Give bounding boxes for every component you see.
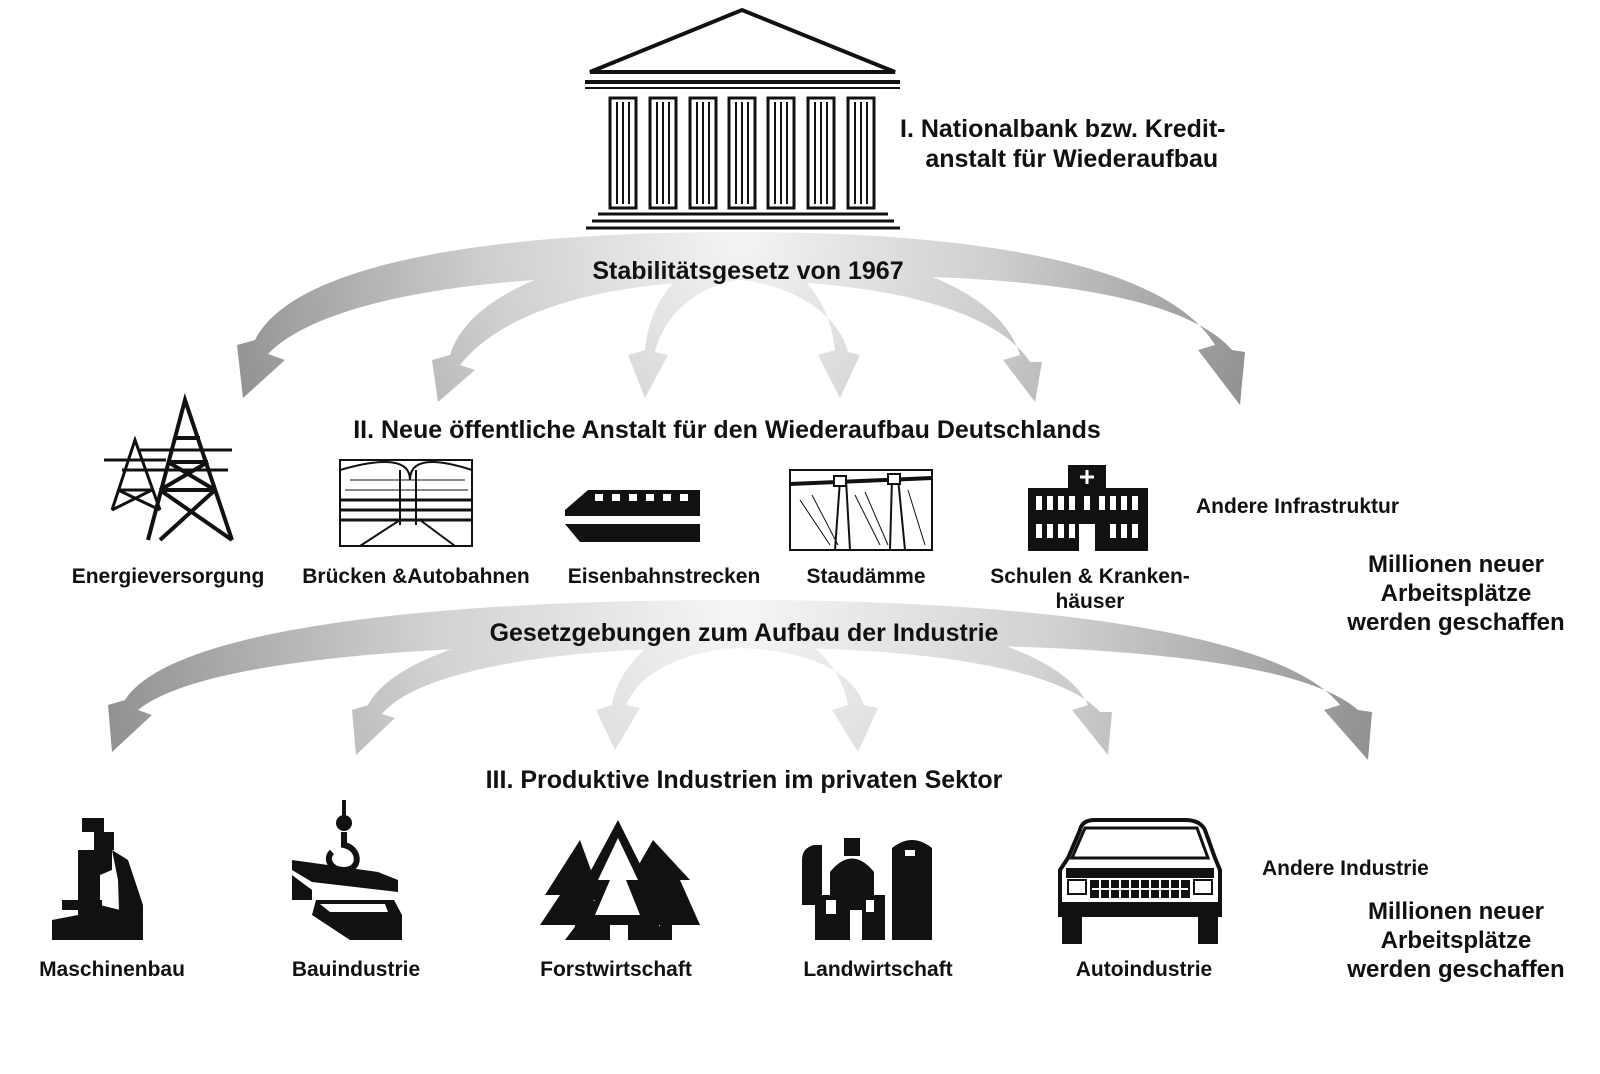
tier2-arrow-label: Gesetzgebungen zum Aufbau der Industrie [489, 619, 999, 647]
tier2-jobs-line3: werden geschaffen [1347, 608, 1565, 636]
tier1-arrow-label: Stabilitätsgesetz von 1967 [592, 257, 904, 285]
crane-hook-girder-icon [292, 800, 402, 940]
tier3-jobs-line2: Arbeitsplätze [1380, 926, 1532, 954]
bridge-highway-icon [339, 459, 473, 547]
tier3-item-autoindustrie: Autoindustrie [1075, 958, 1213, 981]
car-icon [1058, 818, 1222, 944]
tier2-item-energieversorgung: Energieversorgung [71, 565, 265, 588]
forest-trees-icon [540, 820, 700, 940]
farm-barn-silo-icon [802, 838, 932, 940]
tier1-title-line2: anstalt für Wiederaufbau [925, 145, 1219, 173]
tier3-item-maschinenbau: Maschinenbau [39, 958, 185, 981]
tier2-jobs: Millionen neuer Arbeitsplätze werden ges… [1347, 551, 1564, 637]
bank-building-icon [585, 7, 900, 230]
tier3-item-bauindustrie: Bauindustrie [291, 958, 421, 981]
train-icon [565, 490, 700, 542]
machine-tool-icon [52, 818, 143, 940]
tier3-jobs-line3: werden geschaffen [1347, 955, 1565, 983]
upper-arrow-fan [237, 232, 1245, 405]
tier2-title: II. Neue öffentliche Anstalt für den Wie… [353, 416, 1101, 444]
tier2-jobs-line1: Millionen neuer [1367, 551, 1544, 578]
tier2-item-bruecken-autobahnen: Brücken &Autobahnen [302, 565, 530, 588]
tier2-jobs-line2: Arbeitsplätze [1380, 579, 1532, 607]
tier1-title: I. Nationalbank bzw. Kredit- anstalt für… [900, 114, 1226, 174]
tier2-other: Andere Infrastruktur [1196, 495, 1400, 518]
tier3-jobs-line1: Millionen neuer [1367, 898, 1544, 925]
tier3-title: III. Produktive Industrien im privaten S… [485, 766, 1003, 794]
tier3-other: Andere Industrie [1262, 857, 1429, 880]
dam-icon [789, 469, 933, 551]
tier3-item-landwirtschaft: Landwirtschaft [803, 958, 953, 981]
tier1-title-line1: I. Nationalbank bzw. Kredit- [900, 115, 1226, 143]
tier2-item-staudaemme: Staudämme [806, 565, 926, 588]
tier2-item-schulen-line1: Schulen & Kranken- [990, 565, 1190, 588]
tier2-item-schulen-line2: häuser [1055, 590, 1125, 614]
tier2-item-schulen-krankenhaeuser: Schulen & Kranken- häuser [990, 564, 1190, 614]
power-pylon-icon [104, 393, 234, 542]
lower-arrow-fan [108, 600, 1372, 760]
tier3-item-forstwirtschaft: Forstwirtschaft [540, 958, 692, 981]
tier3-jobs: Millionen neuer Arbeitsplätze werden ges… [1347, 898, 1564, 984]
hospital-icon [1028, 465, 1148, 551]
tier2-item-eisenbahnstrecken: Eisenbahnstrecken [567, 565, 761, 588]
